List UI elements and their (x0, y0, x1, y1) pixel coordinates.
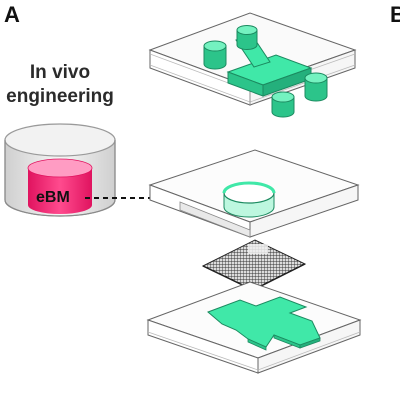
ebm-label: eBM (36, 189, 70, 206)
panel-label-a: A (4, 2, 20, 27)
caption-engineering: engineering (6, 86, 114, 107)
ebm-well (222, 181, 276, 218)
middle-layer (148, 149, 360, 238)
ebm-cylinder-icon (4, 123, 116, 217)
port-cylinder (271, 91, 295, 118)
caption-in-vivo: In vivo (29, 62, 91, 83)
port-cylinder (304, 72, 328, 102)
bottom-chamber (207, 296, 321, 351)
panel-label-b: B (390, 2, 400, 27)
top-layer (148, 12, 357, 118)
membrane-mesh-icon (201, 239, 307, 291)
port-cylinder (236, 25, 258, 50)
port-cylinder (203, 40, 227, 70)
bottom-layer (146, 281, 362, 374)
